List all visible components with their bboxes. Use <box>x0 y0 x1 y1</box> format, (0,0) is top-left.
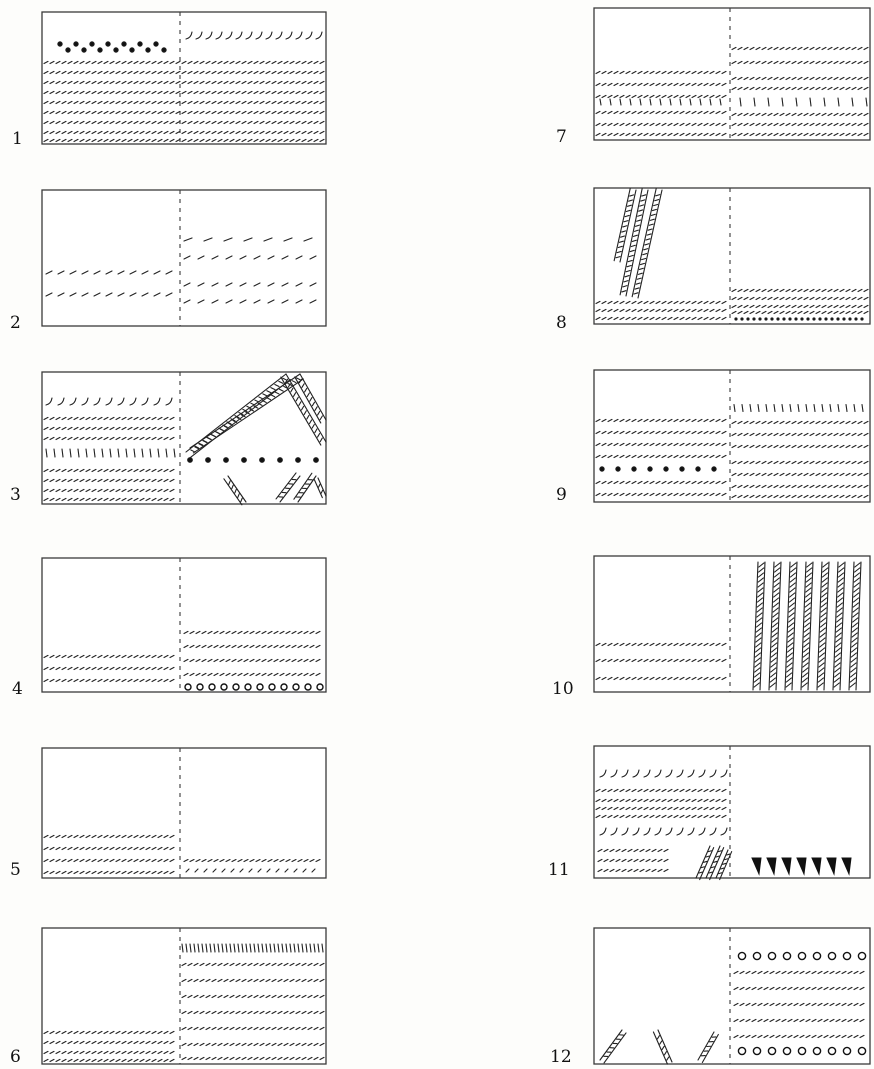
dot-mark <box>314 458 319 463</box>
dot-mark <box>632 467 636 471</box>
panel-number-label: 5 <box>10 860 21 880</box>
panel-frame <box>594 928 870 1064</box>
dot-mark <box>696 467 700 471</box>
dot-mark <box>98 48 102 52</box>
dot-mark <box>162 48 166 52</box>
panel-6: 6 <box>10 928 326 1067</box>
dot-mark <box>741 318 743 320</box>
panel-7: 7 <box>556 8 870 147</box>
panel-frame <box>42 748 326 878</box>
panel-number-label: 12 <box>550 1047 572 1067</box>
panel-frame <box>42 12 326 144</box>
dot-mark <box>831 318 833 320</box>
panel-frame <box>594 188 870 324</box>
dot-mark <box>616 467 620 471</box>
panel-12: 12 <box>550 928 870 1067</box>
panel-number-label: 2 <box>10 313 21 333</box>
dot-mark <box>188 458 193 463</box>
dot-mark <box>735 318 737 320</box>
dot-mark <box>74 42 78 46</box>
dot-mark <box>680 467 684 471</box>
dot-mark <box>648 467 652 471</box>
dot-mark <box>600 467 604 471</box>
dot-mark <box>861 318 863 320</box>
panel-frame <box>42 558 326 692</box>
dot-mark <box>801 318 803 320</box>
panel-4: 4 <box>12 558 326 699</box>
dot-mark <box>146 48 150 52</box>
panel-10: 10 <box>552 556 870 699</box>
dot-mark <box>82 48 86 52</box>
panel-number-label: 7 <box>556 127 567 147</box>
dot-mark <box>90 42 94 46</box>
dot-mark <box>765 318 767 320</box>
panel-9: 9 <box>556 370 870 505</box>
dot-mark <box>753 318 755 320</box>
dot-mark <box>795 318 797 320</box>
dot-mark <box>206 458 211 463</box>
dot-mark <box>260 458 265 463</box>
dot-mark <box>278 458 283 463</box>
panel-number-label: 9 <box>556 485 567 505</box>
panel-number-label: 4 <box>12 679 23 699</box>
dot-mark <box>66 48 70 52</box>
dot-mark <box>825 318 827 320</box>
dot-mark <box>58 42 62 46</box>
dot-mark <box>664 467 668 471</box>
dot-mark <box>771 318 773 320</box>
dot-mark <box>106 42 110 46</box>
panel-1: 1 <box>12 12 326 149</box>
dot-mark <box>849 318 851 320</box>
dot-mark <box>130 48 134 52</box>
dot-mark <box>138 42 142 46</box>
dot-mark <box>855 318 857 320</box>
panel-number-label: 3 <box>10 485 21 505</box>
panel-5: 5 <box>10 748 326 880</box>
dot-mark <box>114 48 118 52</box>
dot-mark <box>813 318 815 320</box>
dot-mark <box>242 458 247 463</box>
dot-mark <box>122 42 126 46</box>
panel-11: 11 <box>548 746 870 880</box>
panel-number-label: 10 <box>552 679 574 699</box>
dot-mark <box>296 458 301 463</box>
dot-mark <box>224 458 229 463</box>
panel-2: 2 <box>10 190 326 333</box>
dot-mark <box>819 318 821 320</box>
dot-mark <box>747 318 749 320</box>
dot-mark <box>843 318 845 320</box>
panel-frame <box>594 8 870 140</box>
panel-number-label: 1 <box>12 129 23 149</box>
panel-8: 8 <box>556 188 870 333</box>
dot-mark <box>759 318 761 320</box>
dot-mark <box>154 42 158 46</box>
panel-3: 3 <box>10 372 326 505</box>
dot-mark <box>777 318 779 320</box>
panel-number-label: 11 <box>548 860 570 880</box>
dot-mark <box>789 318 791 320</box>
dot-mark <box>807 318 809 320</box>
dot-mark <box>712 467 716 471</box>
dot-mark <box>783 318 785 320</box>
panel-number-label: 8 <box>556 313 567 333</box>
panel-number-label: 6 <box>10 1047 21 1067</box>
dot-mark <box>837 318 839 320</box>
